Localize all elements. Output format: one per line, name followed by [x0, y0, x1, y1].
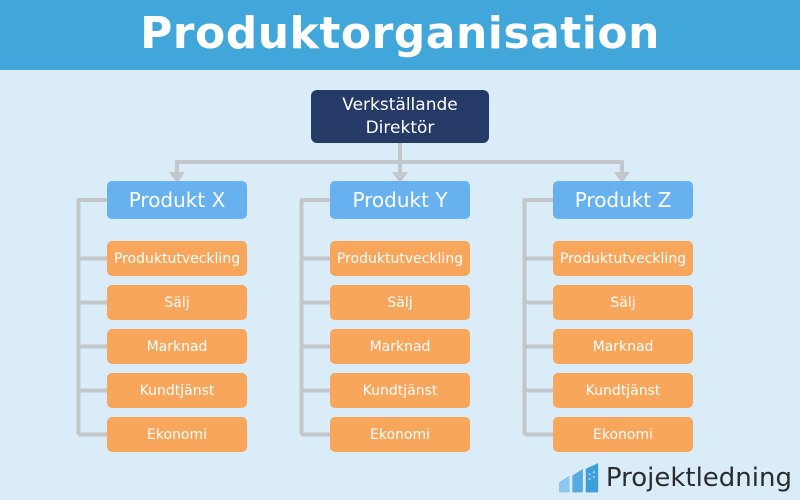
product-box-x: Produkt X: [107, 181, 247, 219]
department-box: Sälj: [553, 285, 693, 320]
department-box: Sälj: [107, 285, 247, 320]
department-box: Sälj: [330, 285, 470, 320]
column-y-bracket: [299, 198, 330, 437]
department-label: Kundtjänst: [139, 382, 215, 399]
department-label: Sälj: [610, 294, 636, 311]
department-label: Marknad: [146, 338, 208, 355]
ceo-label: Verkställande Direktör: [342, 94, 458, 138]
department-label: Ekonomi: [370, 426, 430, 443]
column-z-bracket: [522, 198, 553, 437]
department-label: Kundtjänst: [585, 382, 661, 399]
logo-text: Projektledning: [605, 463, 792, 493]
department-box: Produktutveckling: [553, 241, 693, 276]
product-box-z: Produkt Z: [553, 181, 693, 219]
product-label: Produkt Y: [352, 188, 448, 212]
department-label: Sälj: [164, 294, 190, 311]
department-label: Kundtjänst: [362, 382, 438, 399]
ceo-box: Verkställande Direktör: [311, 90, 489, 143]
product-label: Produkt X: [128, 188, 226, 212]
department-box: Ekonomi: [330, 417, 470, 452]
column-produkt-y: Produkt Y Produktutveckling Sälj Marknad…: [330, 181, 470, 461]
logo: Projektledning: [558, 462, 792, 494]
ascending-bars-icon: [558, 463, 599, 493]
department-label: Ekonomi: [147, 426, 207, 443]
department-label: Ekonomi: [593, 426, 653, 443]
department-box: Kundtjänst: [553, 373, 693, 408]
page-title: Produktorganisation: [140, 8, 660, 59]
column-produkt-z: Produkt Z Produktutveckling Sälj Marknad…: [553, 181, 693, 461]
department-box: Produktutveckling: [107, 241, 247, 276]
department-box: Kundtjänst: [330, 373, 470, 408]
department-box: Ekonomi: [107, 417, 247, 452]
department-label: Produktutveckling: [113, 250, 241, 267]
department-box: Marknad: [330, 329, 470, 364]
header-bar: Produktorganisation: [0, 0, 800, 70]
department-box: Marknad: [553, 329, 693, 364]
department-label: Produktutveckling: [559, 250, 687, 267]
department-label: Produktutveckling: [336, 250, 464, 267]
product-label: Produkt Z: [574, 188, 672, 212]
column-x-bracket: [76, 198, 107, 437]
department-box: Kundtjänst: [107, 373, 247, 408]
department-label: Marknad: [369, 338, 431, 355]
department-box: Ekonomi: [553, 417, 693, 452]
department-box: Produktutveckling: [330, 241, 470, 276]
product-box-y: Produkt Y: [330, 181, 470, 219]
department-label: Sälj: [387, 294, 413, 311]
column-produkt-x: Produkt X Produktutveckling Sälj Marknad…: [107, 181, 247, 461]
department-box: Marknad: [107, 329, 247, 364]
top-rail-line: [175, 160, 624, 174]
department-label: Marknad: [592, 338, 654, 355]
